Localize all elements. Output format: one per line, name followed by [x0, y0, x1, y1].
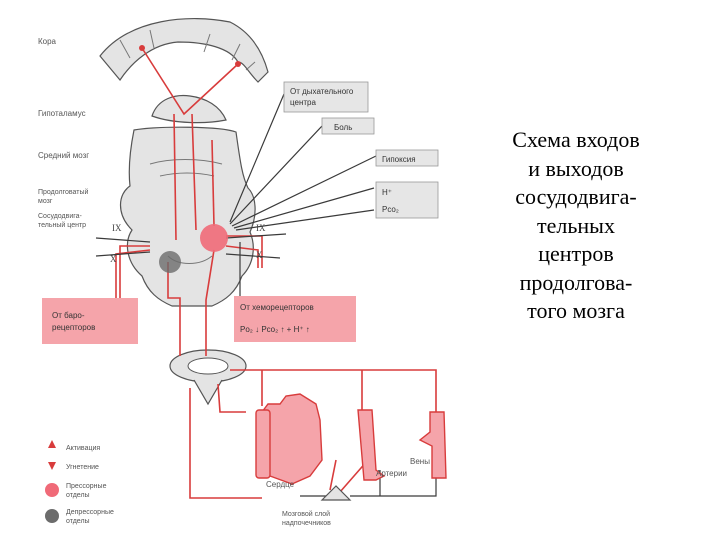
label-adrenal-line2: надпочечников — [282, 520, 331, 527]
label-cortex: Кора — [38, 37, 57, 46]
legend-pressor-line2: отделы — [66, 492, 90, 499]
pathways — [95, 45, 437, 499]
caption-line: того мозга — [527, 298, 625, 323]
depressor-legend-icon — [45, 509, 59, 523]
caption-line: продолгова- — [519, 269, 633, 295]
spinal-cord-section — [169, 349, 247, 406]
legend-depressor-line2: отделы — [66, 518, 90, 525]
box-h-ion: H⁺ — [382, 188, 392, 197]
label-vasomotor-line1: Сосудодвига- — [38, 213, 83, 220]
legend-depressor-line1: Депрессорные — [66, 509, 114, 516]
artery-vessel — [357, 409, 386, 481]
vein-vessel — [418, 411, 447, 479]
box-chemoreceptors: От хеморецепторов — [240, 303, 314, 312]
label-nerve-x-right: X — [256, 250, 263, 260]
caption-line: Схема входов — [512, 127, 640, 152]
label-adrenal-line1: Мозговой слой — [282, 510, 330, 518]
box-baroreceptors-line2: рецепторов — [52, 323, 95, 332]
heart-shape — [261, 393, 323, 485]
label-nerve-ix-left: IX — [112, 223, 122, 233]
box-respiratory-center-line2: центра — [290, 98, 316, 107]
legend-inhibition: Угнетение — [66, 464, 99, 471]
box-chemo-values: Po₂ ↓ Pco₂ ↑ + H⁺ ↑ — [240, 325, 310, 334]
box-pco2: Pco₂ — [382, 205, 399, 214]
label-arteries: Артерии — [376, 469, 407, 478]
label-vasomotor-line2: тельный центр — [38, 221, 86, 229]
label-midbrain: Средний мозг — [38, 151, 89, 160]
box-respiratory-center-line1: От дыхательного — [290, 87, 354, 96]
vasomotor-zones — [159, 224, 228, 273]
activation-arrow-icon — [48, 440, 56, 448]
caption-line: сосудодвига- — [515, 184, 637, 209]
legend-activation: Активация — [66, 445, 100, 452]
pressor-legend-icon — [45, 483, 59, 497]
legend-pressor-line1: Прессорные — [66, 483, 107, 490]
depressor-zone — [159, 251, 181, 273]
label-heart: Сердце — [266, 480, 295, 489]
heart-and-vessels — [255, 393, 447, 501]
inhibition-arrow-icon — [48, 462, 56, 470]
label-nerve-x-left: X — [110, 254, 117, 264]
box-baroreceptors-line1: От баро- — [52, 311, 85, 320]
box-hypoxia: Гипоксия — [382, 155, 416, 164]
legend-marks — [45, 440, 59, 523]
caption-line: центров — [538, 241, 614, 266]
label-hypothalamus: Гипоталамус — [38, 109, 86, 118]
caption-line: и выходов — [528, 155, 624, 181]
label-medulla-line2: мозг — [38, 198, 53, 205]
box-pain: Боль — [334, 123, 352, 132]
input-boxes — [42, 81, 439, 344]
label-veins: Вены — [410, 457, 430, 466]
caption-line: тельных — [537, 212, 615, 238]
cortex-section — [99, 18, 269, 83]
pressor-zone — [200, 224, 228, 252]
label-nerve-ix-right: IX — [256, 223, 266, 233]
brainstem-section — [119, 126, 256, 307]
adrenal-shape — [320, 485, 352, 501]
slide-caption: Схема входов и выходов сосудодвига- тель… — [488, 126, 664, 326]
label-medulla-line1: Продолговатый — [38, 188, 88, 196]
